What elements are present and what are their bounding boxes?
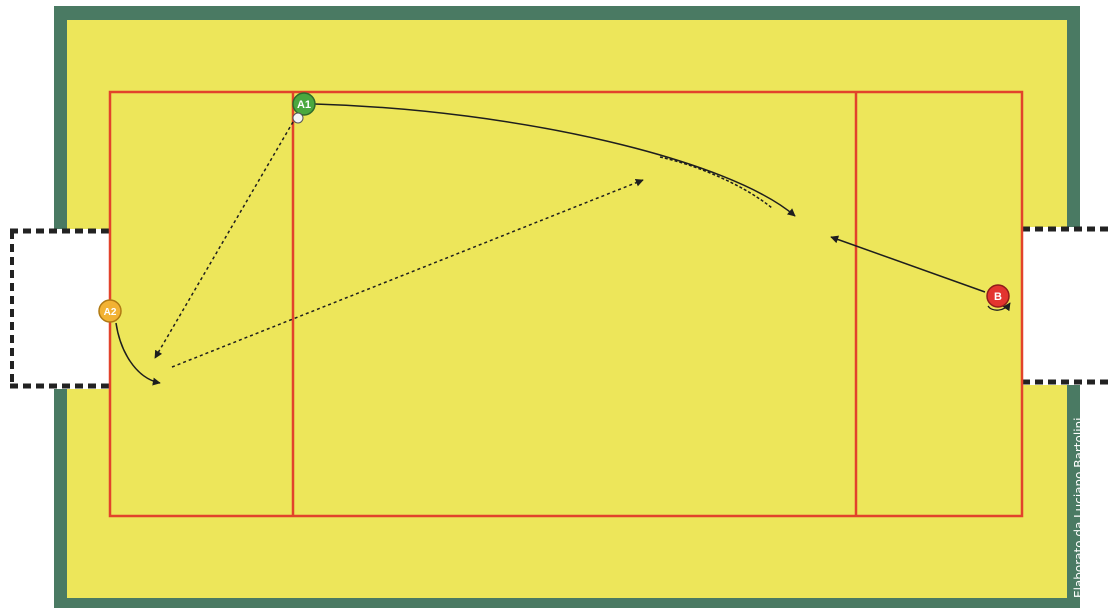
court-floor (67, 20, 1067, 598)
a2-cut-arrow (115, 322, 161, 386)
a1-run-arrow (314, 103, 796, 217)
player-a2: A2 (98, 299, 122, 323)
player-b: B (986, 284, 1011, 312)
ball-icon (292, 112, 304, 124)
b-move-arrow (830, 235, 986, 293)
player-a1-label: A1 (297, 99, 311, 111)
player-a1: A1 (292, 92, 316, 124)
right-goal (1022, 226, 1111, 385)
left-goal (10, 228, 110, 389)
player-b-label: B (994, 291, 1002, 303)
movement-arrows (115, 103, 986, 386)
long-pass-arrow (171, 178, 644, 368)
credit-text: Elaborato da Luciano Bartolini (1072, 417, 1086, 598)
a1-run-dotted (659, 156, 773, 209)
player-a2-label: A2 (104, 307, 117, 318)
